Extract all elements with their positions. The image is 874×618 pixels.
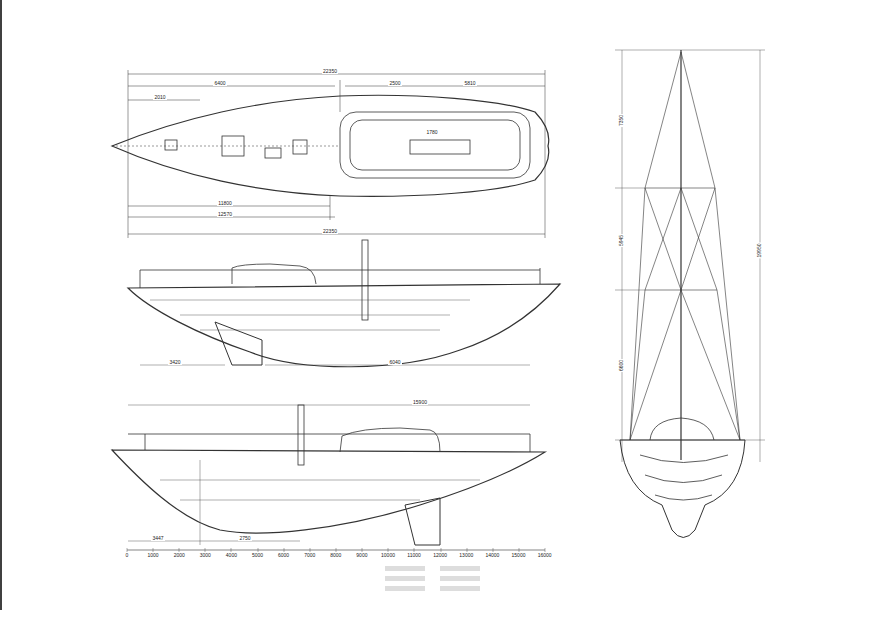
scale-number: 11000 (406, 553, 422, 558)
scale-number: 6000 (277, 553, 290, 558)
dimension-label: 5810 (463, 81, 476, 86)
dimension-label: 19950 (758, 242, 763, 258)
dimension-label: 1780 (425, 130, 438, 135)
scale-number: 8000 (329, 553, 342, 558)
scale-number: 16000 (537, 553, 553, 558)
dimension-label: 22350 (322, 229, 338, 234)
dimension-label: 3447 (151, 536, 164, 541)
dimension-label: 2010 (153, 95, 166, 100)
scale-number: 10000 (380, 553, 396, 558)
dimension-label: 2750 (238, 536, 251, 541)
scale-number: 14000 (484, 553, 500, 558)
dimension-label: 7350 (620, 113, 625, 126)
scale-number: 4000 (225, 553, 238, 558)
dimension-label: 5945 (620, 233, 625, 246)
scale-number: 0 (125, 553, 130, 558)
scale-number: 1000 (147, 553, 160, 558)
scale-number: 3000 (199, 553, 212, 558)
dimension-label: 3420 (168, 360, 181, 365)
scale-number: 13000 (458, 553, 474, 558)
dimension-label: 12570 (217, 212, 233, 217)
dimension-label: 11800 (217, 201, 233, 206)
scale-number: 15000 (511, 553, 527, 558)
dimension-label: 6400 (213, 81, 226, 86)
dimension-label: 22350 (322, 69, 338, 74)
scale-number: 2000 (173, 553, 186, 558)
scale-number: 9000 (355, 553, 368, 558)
scale-number: 5000 (251, 553, 264, 558)
scale-number: 12000 (432, 553, 448, 558)
dimension-label: 15900 (412, 400, 428, 405)
dimension-label: 6040 (388, 360, 401, 365)
scale-number: 7000 (303, 553, 316, 558)
dimension-label: 6600 (620, 358, 625, 371)
dimension-label: 2500 (388, 81, 401, 86)
